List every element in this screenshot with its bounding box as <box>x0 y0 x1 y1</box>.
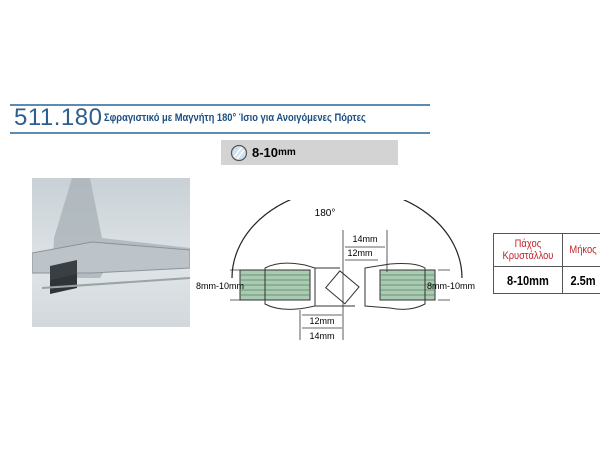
bottom-rule <box>10 132 430 134</box>
product-title: Σφραγιστικό με Μαγνήτη 180° Ίσιο για Ανο… <box>104 112 366 124</box>
right-glass-dim: 8mm-10mm <box>427 281 475 291</box>
technical-diagram: 180° 14mm 12mm 12mm 14mm 8mm-10mm 8mm-10… <box>196 200 475 341</box>
spec-header-thickness: Πάχος Κρυστάλλου <box>493 233 563 267</box>
bottom-outer-dim: 14mm <box>309 331 334 341</box>
spec-value-thickness: 8-10mm <box>493 266 563 294</box>
top-inner-dim: 12mm <box>347 248 372 258</box>
product-code: 511.180 <box>14 104 103 131</box>
thickness-unit: mm <box>278 147 296 158</box>
thickness-value: 8-10 <box>252 145 279 160</box>
product-photo <box>31 178 191 327</box>
spec-header-length: Μήκος <box>561 233 600 267</box>
left-glass-dim: 8mm-10mm <box>196 281 244 291</box>
glass-icon <box>230 144 248 161</box>
top-rule <box>10 104 430 106</box>
angle-label: 180° <box>315 208 336 219</box>
seal-profile-image <box>31 178 191 294</box>
top-outer-dim: 14mm <box>352 234 377 244</box>
spec-value-length: 2.5m <box>561 266 600 294</box>
bottom-inner-dim: 12mm <box>309 316 334 326</box>
